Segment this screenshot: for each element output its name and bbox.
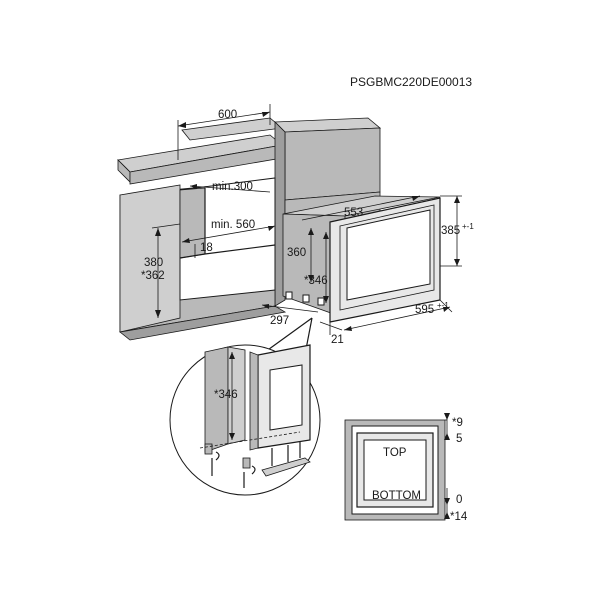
microwave-appliance xyxy=(282,195,441,323)
front-view: TOP BOTTOM xyxy=(344,419,446,521)
dimension-min-width: min. 560 xyxy=(181,219,276,243)
dimension-frame-depth: 297 xyxy=(261,304,319,327)
label-appliance-inner-height: 360 xyxy=(287,247,306,259)
dimension-mount-height: *346 xyxy=(304,232,329,303)
model-code: PSGBMC220DE00013 xyxy=(350,75,472,89)
gap-top-b: 5 xyxy=(456,433,462,445)
kitchen-cabinet xyxy=(117,117,382,341)
label-appliance-height-tol: +-1 xyxy=(462,222,474,231)
gap-bottom-a: 0 xyxy=(456,494,462,506)
label-appliance-width: 595 xyxy=(415,304,434,316)
label-appliance-height: 385 xyxy=(441,225,460,237)
front-bottom-label: BOTTOM xyxy=(372,490,421,502)
label-min-width: min. 560 xyxy=(211,219,255,231)
label-frame-depth: 297 xyxy=(270,315,289,327)
dimension-appliance-inner-height: 360 xyxy=(287,228,314,282)
gap-top-a: *9 xyxy=(452,417,463,429)
dimension-appliance-height: 385 +-1 xyxy=(440,195,474,267)
label-mount-height: *346 xyxy=(304,275,328,287)
dimension-appliance-depth: 553 xyxy=(301,195,421,221)
detail-view: *346 xyxy=(169,317,321,496)
dimension-niche-height: 380 *362 xyxy=(141,223,181,318)
label-appliance-width-tol: +-1 xyxy=(437,301,449,310)
front-view-gaps: *9 5 0 *14 xyxy=(444,413,468,523)
label-min-depth: min.300 xyxy=(212,181,253,193)
label-cabinet-width: 600 xyxy=(218,109,237,121)
label-detail-mount-height: *346 xyxy=(214,389,238,401)
label-front-offset: 21 xyxy=(331,334,344,346)
label-niche-height-b: *362 xyxy=(141,270,165,282)
label-gap: 18 xyxy=(200,242,213,254)
dimension-cabinet-width: 600 xyxy=(177,104,271,160)
label-niche-height-a: 380 xyxy=(144,257,163,269)
dimension-min-depth: min.300 xyxy=(189,181,271,193)
label-appliance-depth: 553 xyxy=(344,207,363,219)
gap-bottom-b: *14 xyxy=(450,511,468,523)
dimension-front-offset: 21 xyxy=(319,321,344,346)
dimension-gap: 18 xyxy=(194,242,213,258)
front-top-label: TOP xyxy=(383,447,407,459)
dimension-appliance-width: 595 +-1 xyxy=(343,299,453,331)
